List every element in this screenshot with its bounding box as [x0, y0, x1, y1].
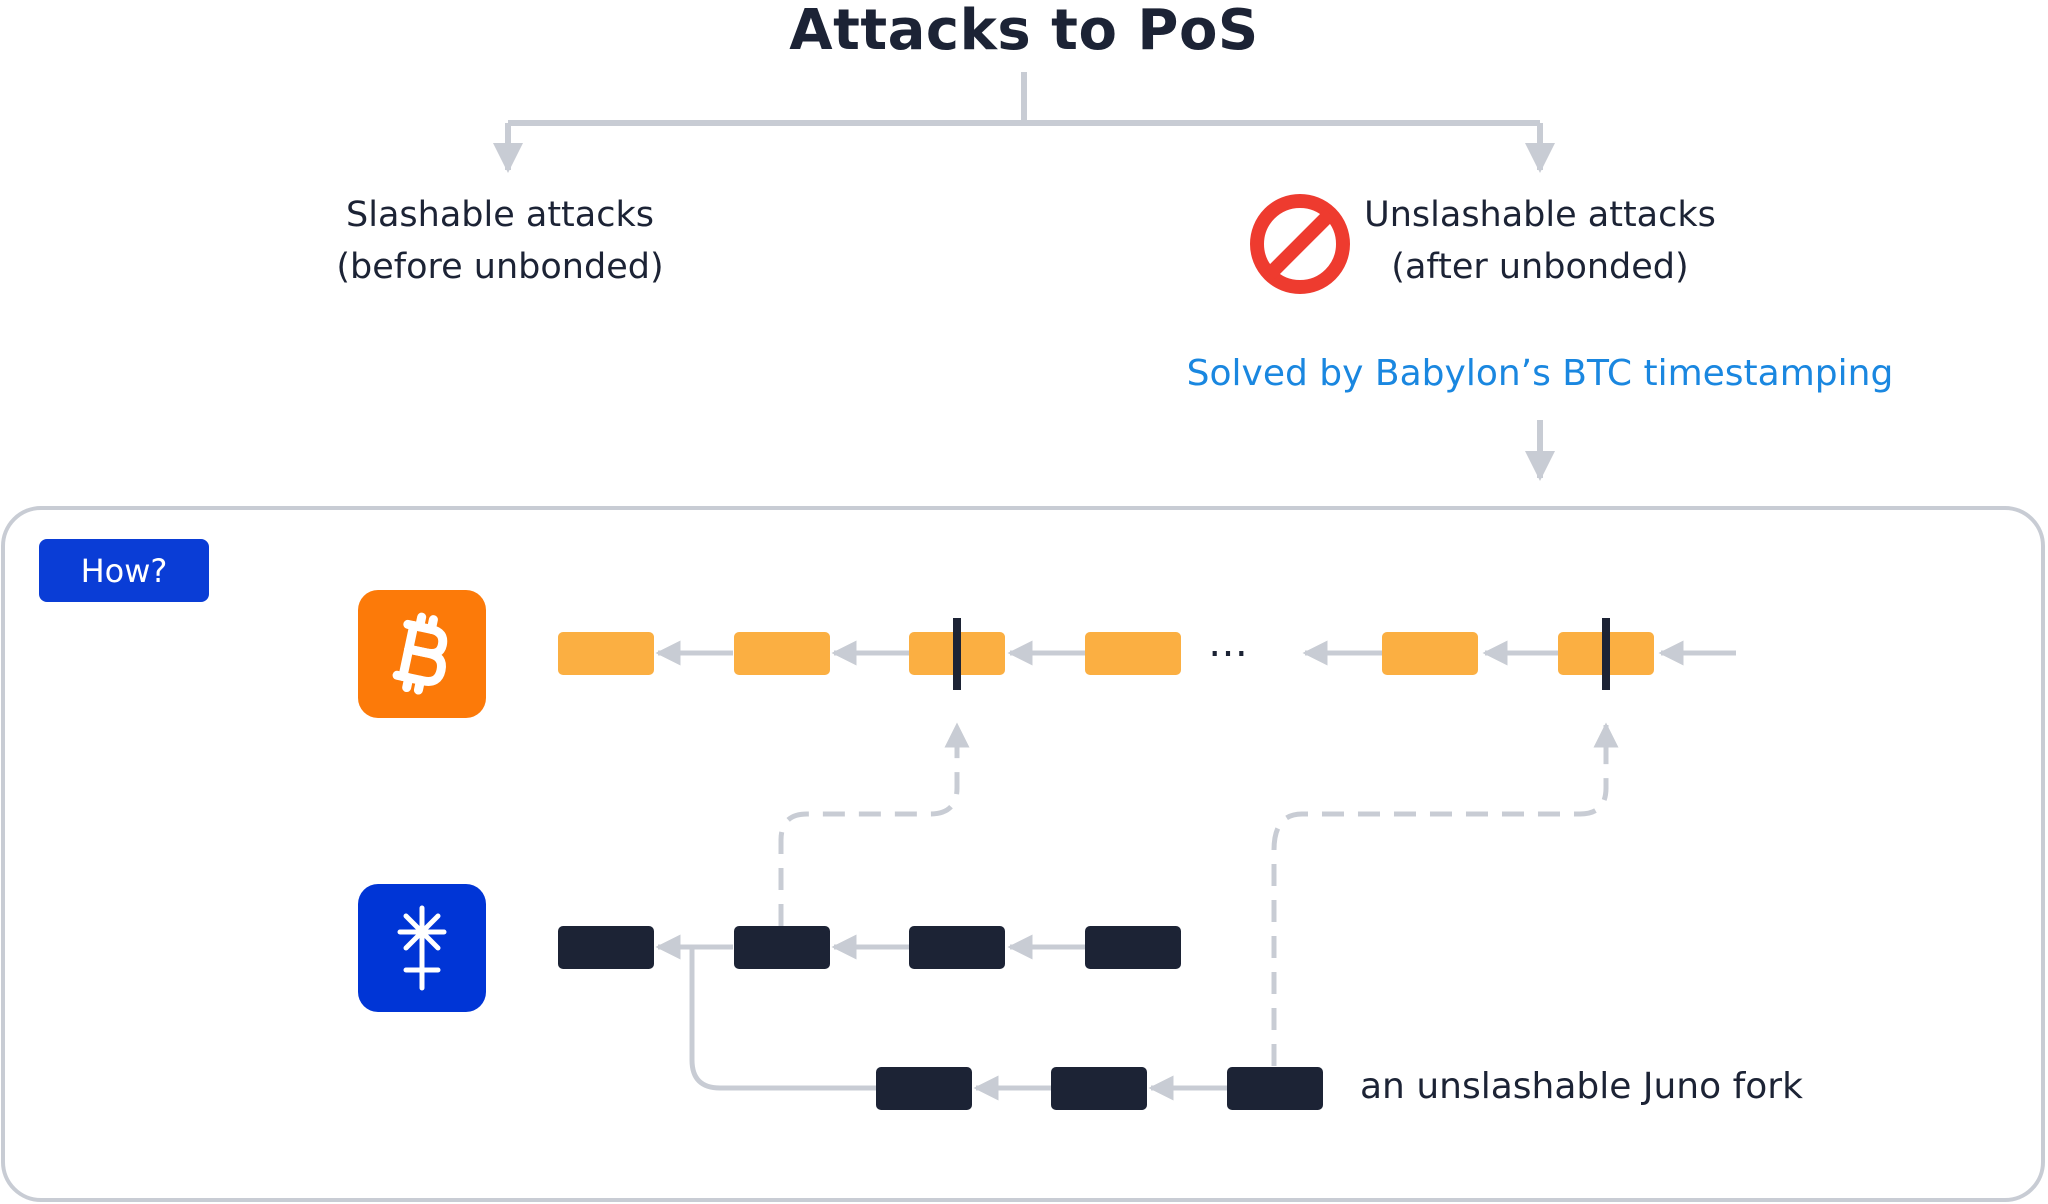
juno-fork	[876, 1067, 1323, 1110]
diagram-title: Attacks to PoS	[789, 0, 1259, 63]
tree-connector	[493, 72, 1555, 481]
slashable-attacks-label: Slashable attacks (before unbonded)	[300, 189, 700, 293]
solution-text: Solved by Babylon’s BTC timestamping	[1186, 353, 1894, 394]
unslashable-attacks-line1: Unslashable attacks	[1364, 195, 1716, 235]
how-badge-label: How?	[80, 551, 168, 590]
bitcoin-icon	[358, 590, 486, 718]
btc-block	[558, 632, 654, 675]
unslashable-attacks-label: Unslashable attacks (after unbonded)	[1340, 189, 1740, 293]
juno-chain	[558, 926, 1181, 969]
juno-chain-links	[655, 934, 1227, 1101]
btc-block	[1382, 632, 1478, 675]
juno-block	[1085, 926, 1181, 969]
juno-block	[734, 926, 830, 969]
juno-block	[909, 926, 1005, 969]
chain-ellipsis: …	[1208, 620, 1249, 666]
btc-block	[734, 632, 830, 675]
btc-chain	[558, 618, 1654, 690]
juno-block	[558, 926, 654, 969]
how-panel	[1, 506, 2045, 1202]
checkpoint-links	[778, 722, 1619, 1066]
slashable-attacks-line1: Slashable attacks	[346, 195, 654, 235]
slashable-attacks-line2: (before unbonded)	[336, 247, 664, 287]
how-badge: How?	[39, 539, 209, 602]
fork-block	[1051, 1067, 1147, 1110]
unslashable-attacks-line2: (after unbonded)	[1391, 247, 1689, 287]
btc-block	[1085, 632, 1181, 675]
fork-block	[876, 1067, 972, 1110]
fork-label: an unslashable Juno fork	[1360, 1066, 1803, 1107]
juno-icon	[358, 884, 486, 1012]
prohibited-icon	[1250, 194, 1350, 294]
fork-block	[1227, 1067, 1323, 1110]
